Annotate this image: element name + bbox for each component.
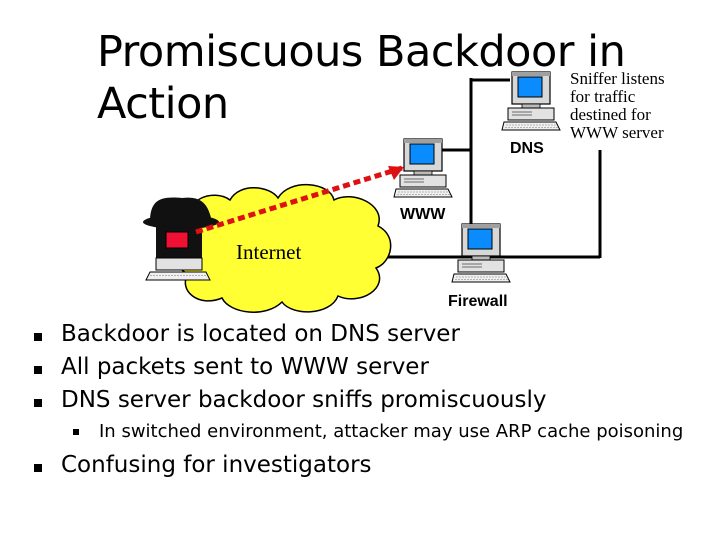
bullet-item: Backdoor is located on DNS server [34,318,683,351]
bullet-item: Confusing for investigators [34,449,683,482]
sub-bullet-item: In switched environment, attacker may us… [34,417,683,447]
attacker-icon [143,197,219,281]
note-line: for traffic [570,87,636,106]
slide-title: Promiscuous Backdoor in Action [97,26,626,130]
attack-arrowhead [388,166,404,180]
bullet-list: Backdoor is located on DNS server All pa… [34,318,683,482]
dns-server-icon [501,71,561,131]
title-line-2: Action [97,79,229,129]
bullet-item: DNS server backdoor sniffs promiscuously [34,384,683,417]
attack-path-line [195,165,403,235]
note-line: Sniffer listens [570,69,665,88]
www-label: WWW [400,206,446,223]
internet-label: Internet [236,240,302,264]
title-line-1: Promiscuous Backdoor in [97,27,626,77]
firewall-label: Firewall [448,293,508,310]
note-line: WWW server [570,123,664,142]
firewall-computer-icon [451,223,511,283]
bullet-item: All packets sent to WWW server [34,351,683,384]
dns-label: DNS [510,140,544,157]
note-line: destined for [570,105,651,124]
sniffer-note: Sniffer listens for traffic destined for… [570,70,720,142]
